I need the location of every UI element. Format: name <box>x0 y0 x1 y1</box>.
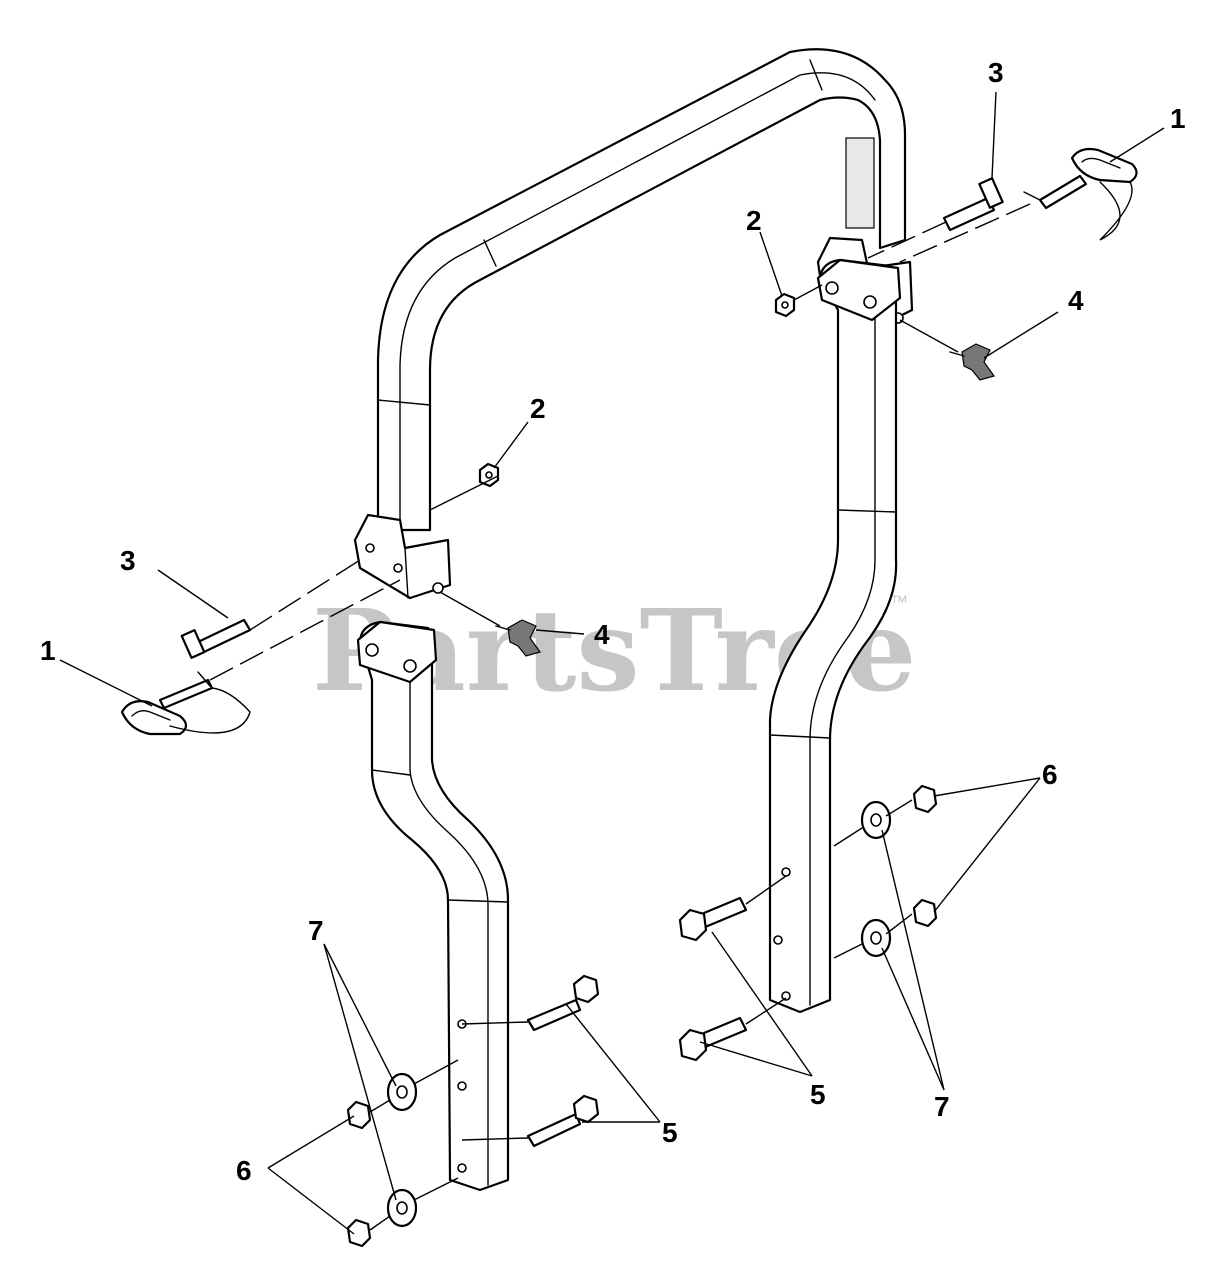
callout-6-right: 6 <box>1042 759 1058 790</box>
clevis-pin-left <box>180 618 252 659</box>
callout-leaders <box>59 91 1165 1235</box>
callout-3-top: 3 <box>988 57 1004 88</box>
callout-1-top: 1 <box>1170 103 1186 134</box>
assembly-lines <box>209 203 1031 1231</box>
callout-1-left: 1 <box>40 635 56 666</box>
lock-nuts <box>346 784 938 1248</box>
left-lower-arm <box>356 620 510 1192</box>
callout-6-left: 6 <box>236 1155 252 1186</box>
knob-top-right <box>949 343 995 381</box>
upper-hoop <box>353 48 914 600</box>
callout-3-left: 3 <box>120 545 136 576</box>
trademark-mark: ™ <box>890 592 908 612</box>
callout-2-top: 2 <box>746 205 762 236</box>
callout-5-left: 5 <box>662 1117 678 1148</box>
callout-4-right: 4 <box>1068 285 1084 316</box>
knob-mid <box>495 619 541 657</box>
clevis-pin-top <box>942 177 1004 232</box>
callout-4-mid: 4 <box>594 619 610 650</box>
hitch-pin-top-right <box>1023 147 1138 241</box>
callout-7-left: 7 <box>308 915 324 946</box>
right-lower-arm <box>768 258 902 1014</box>
bolts-right <box>678 896 748 1062</box>
bolts-left <box>526 974 600 1148</box>
callout-5-right: 5 <box>810 1079 826 1110</box>
callout-7-right: 7 <box>934 1091 950 1122</box>
callout-2-mid: 2 <box>530 393 546 424</box>
hitch-pin-left <box>120 671 251 736</box>
callout-numbers: 1 1 2 2 3 3 4 4 5 5 6 6 7 7 <box>40 57 1186 1186</box>
